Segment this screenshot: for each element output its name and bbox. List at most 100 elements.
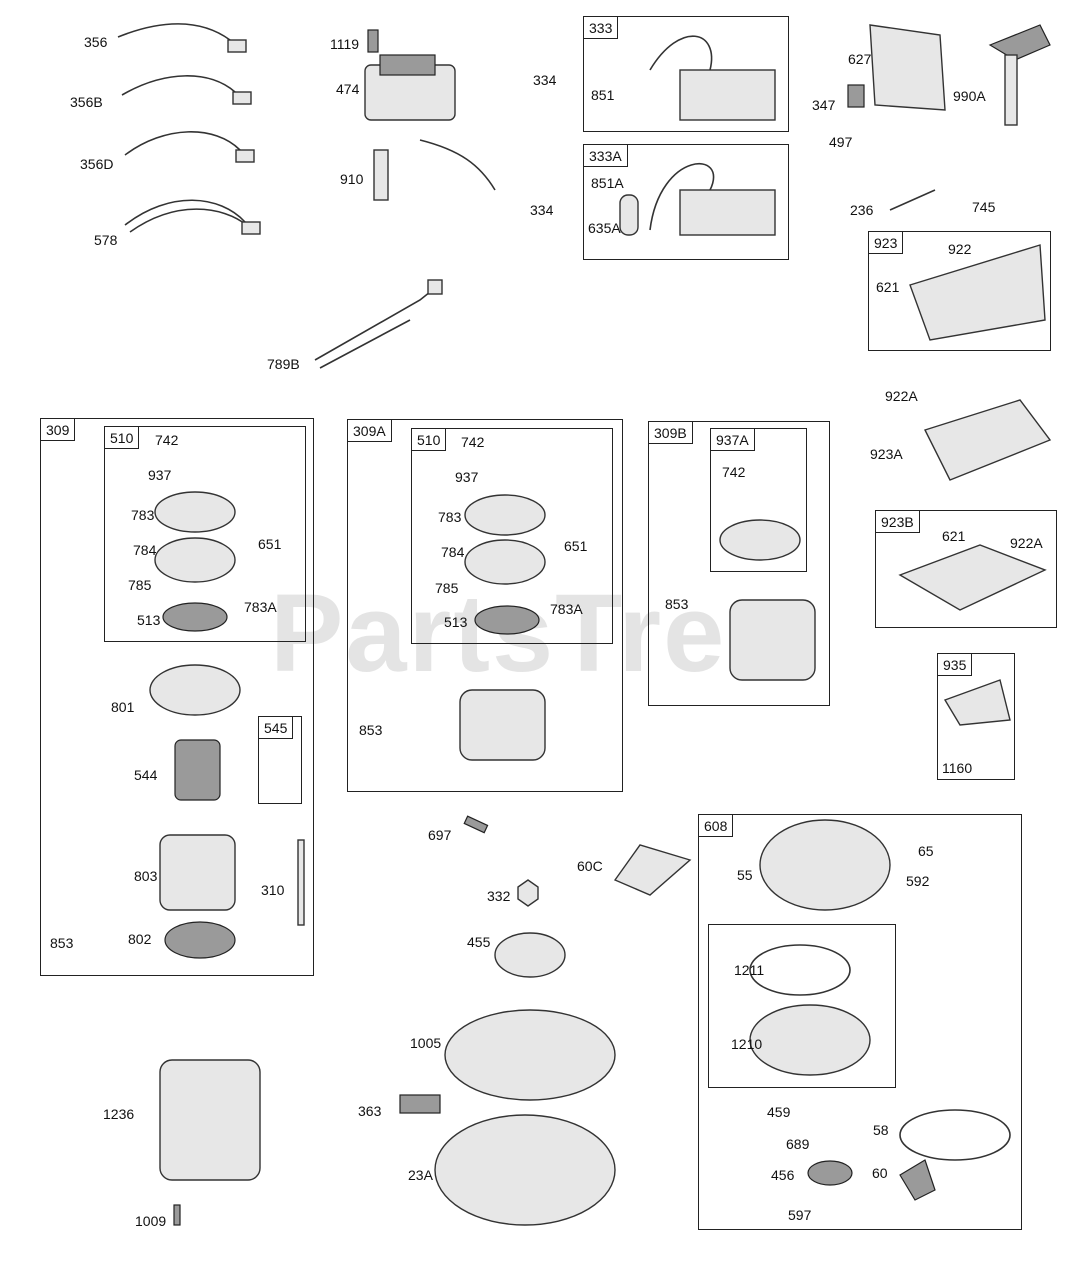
- switch-347[interactable]: [847, 84, 865, 108]
- part-label-621-a[interactable]: 621: [876, 279, 900, 295]
- coil-333A[interactable]: [619, 162, 776, 236]
- part-label-513-a[interactable]: 513: [137, 612, 161, 628]
- bracket-923A[interactable]: [924, 399, 1052, 481]
- part-label-922[interactable]: 922: [948, 241, 972, 257]
- pulley-1210[interactable]: [749, 1004, 871, 1076]
- part-label-334-b[interactable]: 334: [530, 202, 554, 218]
- wire-356[interactable]: [117, 23, 247, 53]
- part-label-455[interactable]: 455: [467, 934, 491, 950]
- part-label-334-a[interactable]: 334: [533, 72, 557, 88]
- starter-ring-513-b[interactable]: [474, 605, 540, 635]
- part-label-785-a[interactable]: 785: [128, 577, 152, 593]
- part-label-937-b[interactable]: 937: [455, 469, 479, 485]
- part-label-922A-a[interactable]: 922A: [885, 388, 918, 404]
- group-label-923[interactable]: 923: [868, 231, 904, 254]
- part-label-742-b[interactable]: 742: [461, 434, 485, 450]
- part-label-627[interactable]: 627: [848, 51, 872, 67]
- part-label-789B[interactable]: 789B: [267, 356, 300, 372]
- part-label-65[interactable]: 65: [918, 843, 934, 859]
- part-label-356B[interactable]: 356B: [70, 94, 103, 110]
- wire-356D[interactable]: [124, 131, 255, 163]
- part-label-592[interactable]: 592: [906, 873, 930, 889]
- bolt-697[interactable]: [463, 815, 489, 834]
- part-label-697[interactable]: 697: [428, 827, 452, 843]
- group-label-937A[interactable]: 937A: [710, 428, 755, 451]
- spacer-910[interactable]: [373, 149, 389, 201]
- flywheel-23A[interactable]: [434, 1114, 616, 1226]
- part-label-783-b[interactable]: 783: [438, 509, 462, 525]
- part-label-1236[interactable]: 1236: [103, 1106, 135, 1122]
- group-label-309[interactable]: 309: [40, 418, 76, 441]
- part-label-742-c[interactable]: 742: [722, 464, 746, 480]
- starter-cup-784-b[interactable]: [464, 539, 546, 585]
- part-label-58[interactable]: 58: [873, 1122, 889, 1138]
- part-label-635A[interactable]: 635A: [588, 220, 621, 236]
- starter-ring-513[interactable]: [162, 602, 228, 632]
- group-label-935[interactable]: 935: [937, 653, 973, 676]
- part-label-474[interactable]: 474: [336, 81, 360, 97]
- harness-789B[interactable]: [314, 279, 443, 369]
- wire-356B[interactable]: [121, 75, 252, 105]
- part-label-347[interactable]: 347: [812, 97, 836, 113]
- brush-plate-802[interactable]: [164, 921, 236, 959]
- bracket-363[interactable]: [399, 1094, 441, 1114]
- group-label-510a[interactable]: 510: [104, 426, 140, 449]
- part-label-783A-a[interactable]: 783A: [244, 599, 277, 615]
- rope-58[interactable]: [899, 1109, 1011, 1161]
- part-label-853-c[interactable]: 853: [665, 596, 689, 612]
- fan-1005[interactable]: [444, 1009, 616, 1101]
- part-label-784-a[interactable]: 784: [133, 542, 157, 558]
- part-label-851A[interactable]: 851A: [591, 175, 624, 191]
- starter-gear-783[interactable]: [154, 491, 236, 533]
- part-label-783-a[interactable]: 783: [131, 507, 155, 523]
- link-236[interactable]: [889, 189, 936, 211]
- group-label-333A[interactable]: 333A: [583, 144, 628, 167]
- part-label-356[interactable]: 356: [84, 34, 108, 50]
- part-label-513-b[interactable]: 513: [444, 614, 468, 630]
- armature-544[interactable]: [174, 739, 221, 801]
- part-label-60[interactable]: 60: [872, 1165, 888, 1181]
- group-label-923B[interactable]: 923B: [875, 510, 920, 533]
- part-label-1005[interactable]: 1005: [410, 1035, 442, 1051]
- bolt-310[interactable]: [297, 839, 305, 926]
- part-label-60C[interactable]: 60C: [577, 858, 603, 874]
- bracket-923B[interactable]: [898, 544, 1047, 611]
- part-label-332[interactable]: 332: [487, 888, 511, 904]
- part-label-801[interactable]: 801: [111, 699, 135, 715]
- bolt-1009[interactable]: [173, 1204, 181, 1226]
- part-label-745[interactable]: 745: [972, 199, 996, 215]
- part-label-1119[interactable]: 1119: [330, 36, 360, 52]
- pawl-456[interactable]: [807, 1160, 853, 1186]
- group-label-333[interactable]: 333: [583, 16, 619, 39]
- part-label-742-a[interactable]: 742: [155, 432, 179, 448]
- part-label-851[interactable]: 851: [591, 87, 615, 103]
- part-label-55[interactable]: 55: [737, 867, 753, 883]
- part-label-459[interactable]: 459: [767, 1104, 791, 1120]
- bracket-923[interactable]: [909, 244, 1046, 341]
- part-label-783A-b[interactable]: 783A: [550, 601, 583, 617]
- part-label-785-b[interactable]: 785: [435, 580, 459, 596]
- starter-motor-309B[interactable]: [729, 599, 816, 681]
- part-label-651-b[interactable]: 651: [564, 538, 588, 554]
- starter-gear-937A[interactable]: [719, 519, 801, 561]
- coil-333[interactable]: [649, 35, 776, 121]
- part-label-363[interactable]: 363: [358, 1103, 382, 1119]
- part-label-803[interactable]: 803: [134, 868, 158, 884]
- bracket-935[interactable]: [943, 679, 1011, 726]
- part-label-784-b[interactable]: 784: [441, 544, 465, 560]
- part-label-937-a[interactable]: 937: [148, 467, 172, 483]
- handle-990A[interactable]: [988, 24, 1051, 126]
- bracket-627[interactable]: [869, 24, 946, 111]
- group-label-608[interactable]: 608: [698, 814, 734, 837]
- part-label-689[interactable]: 689: [786, 1136, 810, 1152]
- part-label-853-a[interactable]: 853: [50, 935, 74, 951]
- part-label-651-a[interactable]: 651: [258, 536, 282, 552]
- handle-60C[interactable]: [613, 844, 692, 896]
- part-label-578[interactable]: 578: [94, 232, 118, 248]
- housing-803[interactable]: [159, 834, 236, 911]
- spring-1211[interactable]: [749, 944, 851, 996]
- screw-1119[interactable]: [367, 29, 379, 53]
- group-label-545[interactable]: 545: [258, 716, 294, 739]
- wire-578[interactable]: [124, 199, 261, 235]
- housing-55[interactable]: [759, 819, 891, 911]
